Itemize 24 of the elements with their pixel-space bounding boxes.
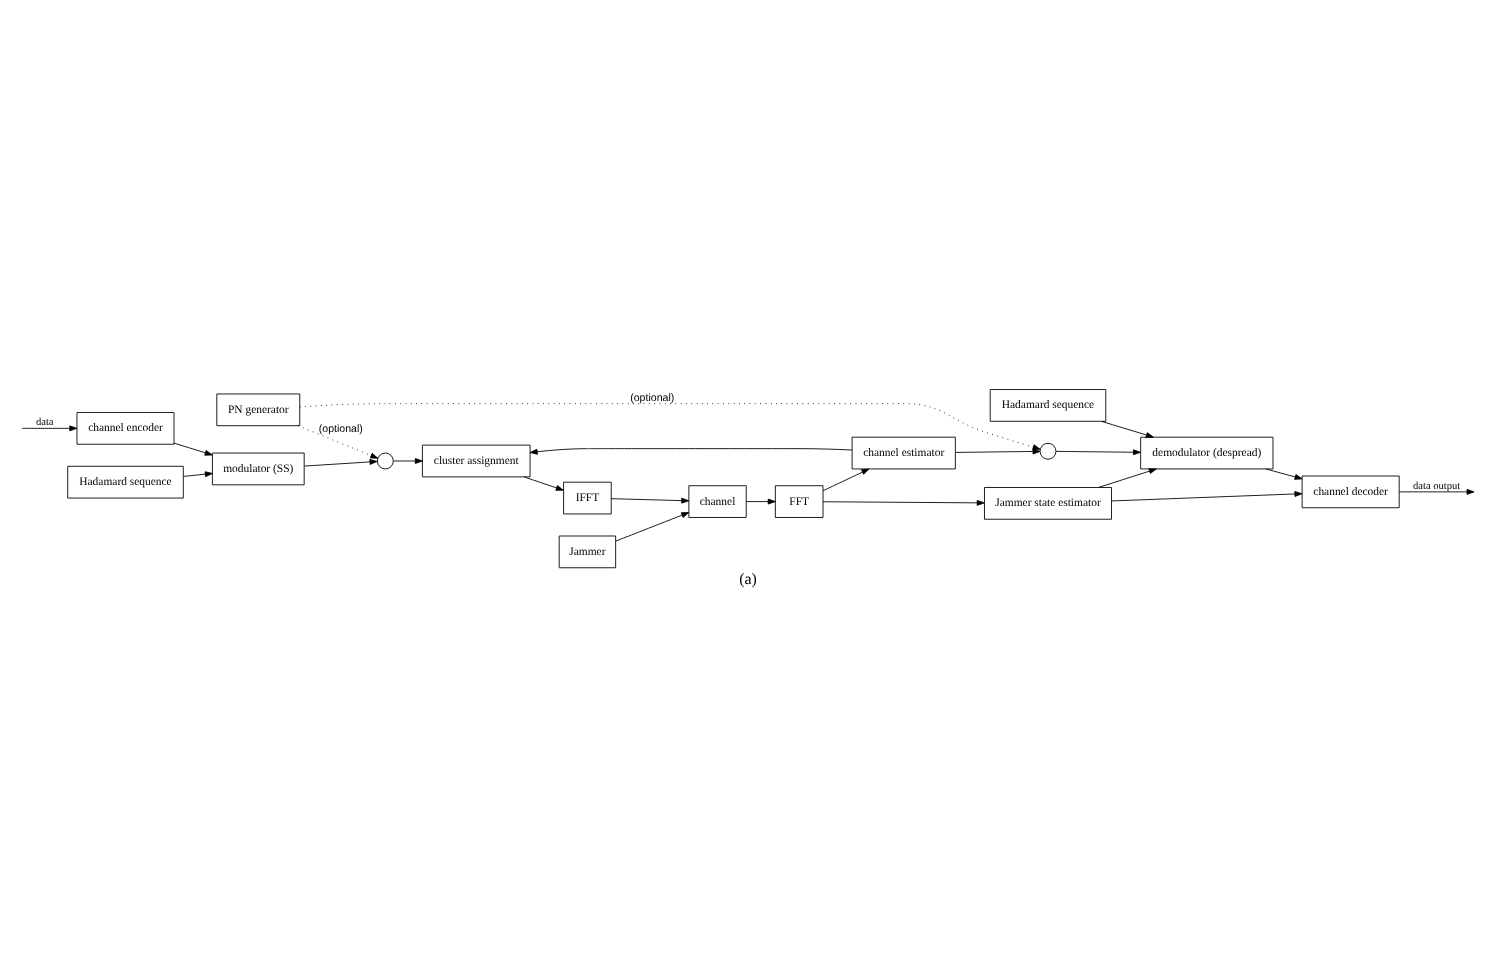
arrow [173,441,213,455]
arrow [523,475,564,490]
arrow [1101,419,1154,437]
node-circle [376,451,394,469]
arrow [1098,467,1157,487]
arrow [1055,448,1141,455]
arrow [1398,487,1475,494]
arrow [21,424,78,431]
arrow [955,447,1041,454]
arrow [610,496,690,503]
arrow [822,498,985,505]
arrow [1111,490,1303,501]
arrow [297,424,379,458]
arrow [183,470,213,477]
arrow [822,467,870,491]
arrow [745,497,776,504]
arrow [299,402,1041,449]
arrow [303,458,378,466]
node-circle [1039,441,1057,459]
arrow [615,511,690,541]
arrow [393,457,423,463]
arrow [1265,467,1303,479]
caption: (a) [739,569,757,587]
arrow [529,447,853,454]
